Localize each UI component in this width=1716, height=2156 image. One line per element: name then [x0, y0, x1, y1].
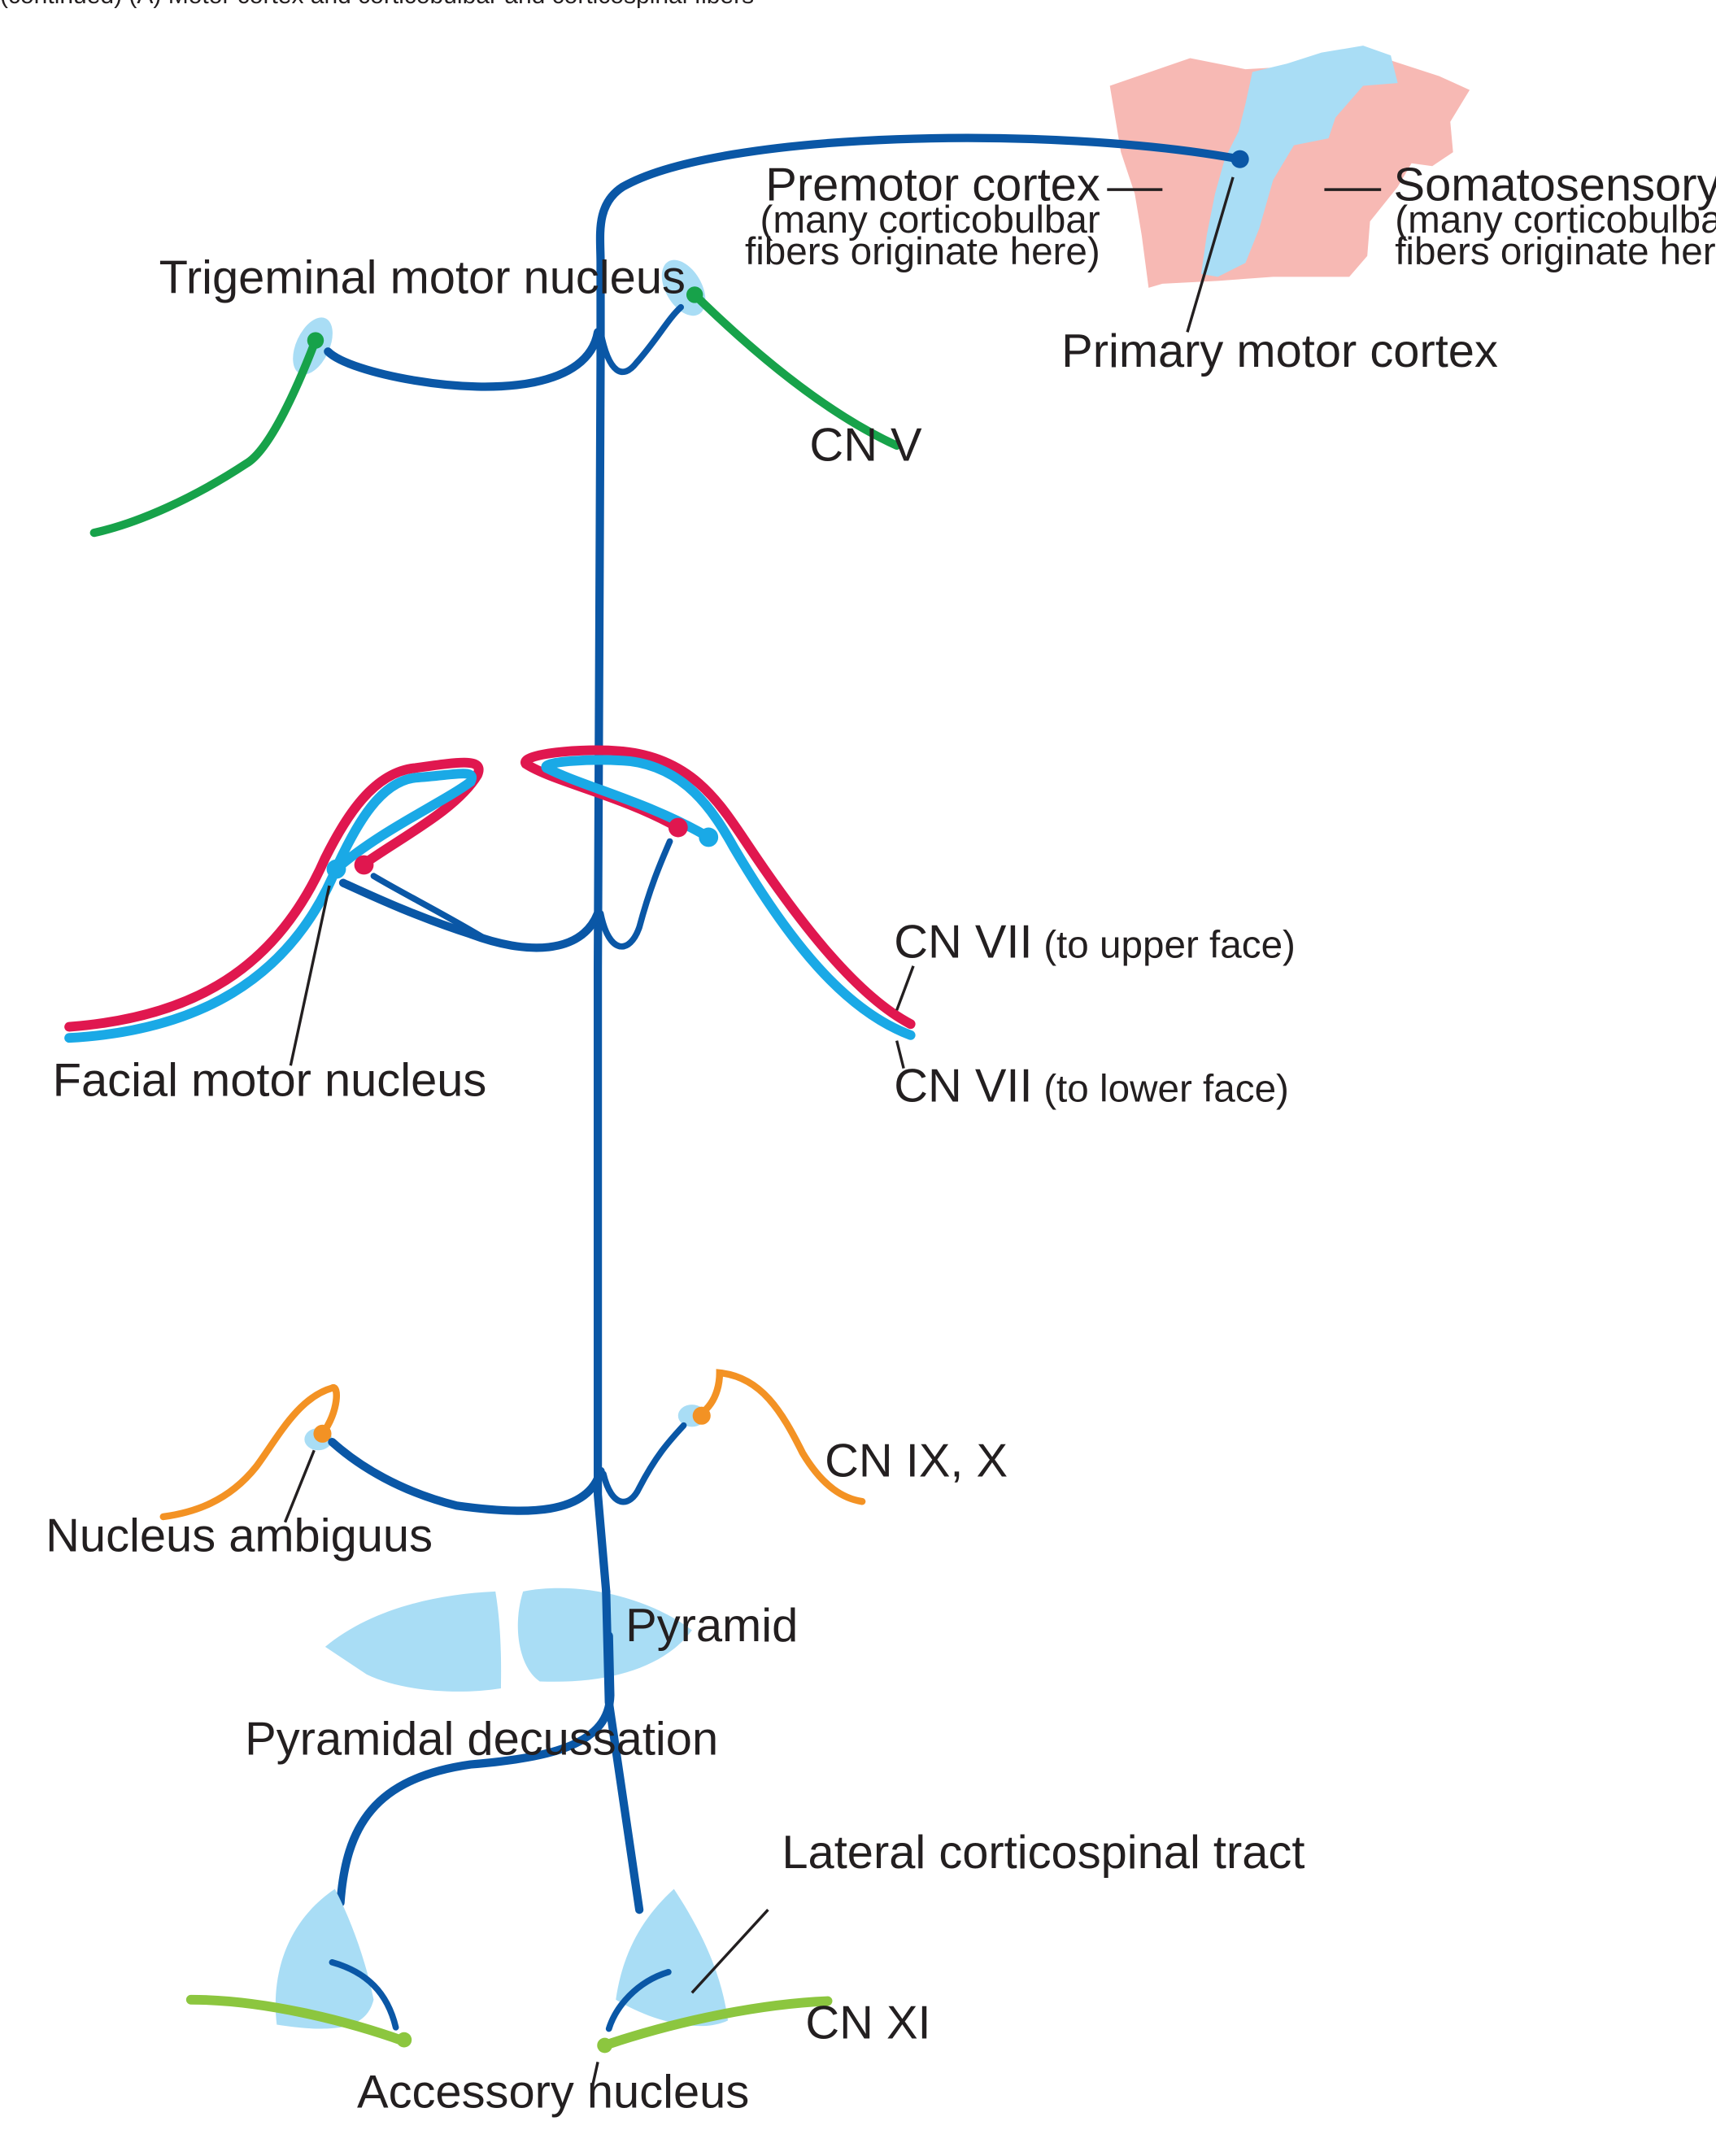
lateral-cst-right-area: [616, 1888, 729, 2027]
pyramidal-decussation-tract: [336, 1631, 615, 1907]
accessory-soma-left: [396, 2032, 412, 2048]
leader-accessory-nucleus: [590, 2062, 599, 2088]
cortex-pink-region: [1109, 52, 1470, 288]
pyramid-group: Pyramid Pyramidal decussation: [245, 1587, 798, 1914]
cn-xi-left: [185, 1994, 409, 2046]
ambiguus-soma-right: [692, 1406, 711, 1425]
cortex-neuron-soma: [1230, 150, 1249, 168]
trigeminal-tract-left: [324, 328, 603, 391]
ambiguus-tract-right: [600, 1422, 687, 1505]
leader-primary-motor: [1186, 176, 1235, 333]
label-primary-motor-cortex: Primary motor cortex: [1061, 325, 1498, 377]
facial-soma-left-upper: [354, 855, 374, 875]
lateral-cst-left-area: [275, 1888, 374, 2029]
facial-soma-right-lower: [699, 827, 719, 847]
trigeminal-soma-left: [307, 332, 324, 349]
cn-vii-lower-left: [64, 769, 477, 1043]
label-pyramid: Pyramid: [625, 1600, 798, 1652]
cropped-caption: (continued) (A) Motor cortex and cortico…: [0, 0, 754, 10]
cn-vii-upper-left: [64, 757, 484, 1032]
cortex-region: [1109, 46, 1470, 288]
label-accessory-nucleus: Accessory nucleus: [357, 2067, 749, 2119]
cn-vii-lower-right: [541, 755, 916, 1040]
cn-ix-x-right: [696, 1369, 866, 1505]
label-facial-nucleus: Facial motor nucleus: [53, 1055, 487, 1107]
leader-cn-vii-upper: [895, 965, 915, 1011]
label-cn-vii-upper: CN VII(to upper face): [894, 917, 1296, 969]
label-nucleus-ambiguus: Nucleus ambiguus: [46, 1509, 433, 1561]
label-cn-xi: CN XI: [805, 1997, 930, 2049]
facial-group: Facial motor nucleus CN VII(to upper fac…: [53, 745, 1296, 1112]
cn-vii-upper-right: [520, 745, 916, 1030]
leader-cn-vii-lower: [895, 1040, 905, 1069]
facial-soma-right-upper: [668, 817, 688, 838]
trigeminal-tract-right: [597, 303, 685, 375]
facial-soma-left-lower: [326, 859, 346, 879]
label-trigeminal-nucleus: Trigeminal motor nucleus: [159, 252, 686, 304]
label-somatosensory-note-2: fibers originate here): [1395, 230, 1716, 273]
cn-ix-x-left: [159, 1384, 340, 1521]
label-premotor-cortex: Premotor cortex: [765, 159, 1100, 211]
facial-tract-left-b: [370, 873, 488, 942]
accessory-soma-right: [597, 2037, 612, 2054]
facial-tract-left-a: [338, 878, 603, 952]
cn-v-left: [89, 336, 320, 538]
label-somatosensory-cortex: Somatosensory cortex: [1394, 159, 1716, 211]
label-pyramidal-decussation: Pyramidal decussation: [245, 1714, 718, 1766]
spinal-tract-left-branch: [329, 1959, 399, 2031]
label-cn-vii-lower: CN VII(to lower face): [894, 1060, 1289, 1112]
leader-lateral-cst: [690, 1909, 769, 1994]
primary-motor-cortex-strip: [1200, 46, 1398, 277]
ambiguus-group: Nucleus ambiguus CN IX, X: [46, 1369, 1008, 1561]
label-premotor-note-2: fibers originate here): [745, 230, 1100, 273]
cn-xi-right: [599, 1996, 833, 2050]
leader-facial-nucleus: [289, 885, 331, 1066]
leader-nucleus-ambiguus: [283, 1449, 316, 1523]
cortex-labels: Premotor cortex (many corticobulbar fibe…: [745, 159, 1716, 377]
label-somatosensory-note-1: (many corticobulbar: [1395, 198, 1716, 242]
label-premotor-note-1: (many corticobulbar: [760, 198, 1100, 242]
cn-v-right: [690, 290, 901, 451]
ambiguus-tract-left: [328, 1437, 605, 1515]
spinal-tract-right-branch: [605, 1968, 672, 2032]
spinal-group: Lateral corticospinal tract CN XI Access…: [185, 1827, 1304, 2119]
label-cn-ix-x: CN IX, X: [825, 1435, 1008, 1487]
label-cn-v: CN V: [809, 420, 922, 472]
ambiguus-soma-left: [313, 1424, 332, 1443]
corticobulbar-main-tract: [593, 133, 1244, 1596]
facial-tract-right: [597, 838, 673, 950]
pyramid-left: [324, 1591, 502, 1692]
trigeminal-group: Trigeminal motor nucleus CN V: [89, 252, 922, 538]
trigeminal-soma-right: [686, 286, 703, 303]
label-lateral-cst: Lateral corticospinal tract: [782, 1827, 1304, 1879]
